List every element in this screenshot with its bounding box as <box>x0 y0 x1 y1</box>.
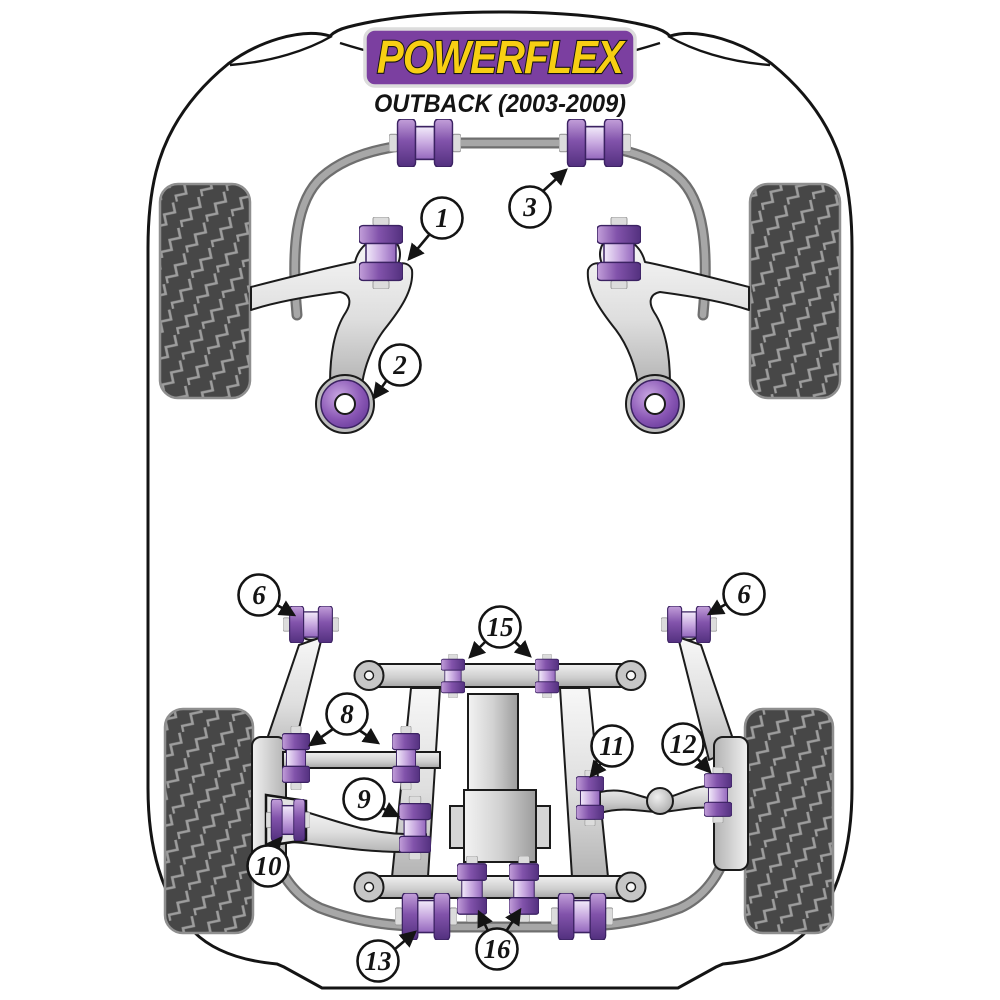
subframe-rear-crossmember <box>353 871 647 903</box>
callout-10-label: 10 <box>255 851 283 881</box>
tire-front-right <box>748 182 842 400</box>
lateral-arm-ball <box>646 787 674 815</box>
logo-wordmark: POWERFLEX <box>377 31 626 83</box>
tire-rear-right <box>743 707 835 935</box>
front-anti-roll-bar <box>289 137 711 321</box>
rear-upper-lateral-link <box>282 751 441 769</box>
callout-8-circle <box>325 692 369 736</box>
headlight-left-icon <box>229 34 333 67</box>
callout-9-circle <box>342 777 386 821</box>
lower-arm-outer-bushing <box>266 799 310 841</box>
callout-10: 10 <box>246 836 290 888</box>
callout-6-right-circle <box>722 572 766 616</box>
callout-8: 8 <box>307 692 381 747</box>
callout-15-label: 15 <box>487 612 514 642</box>
eye-hole <box>363 881 375 893</box>
lower-arm-inner-bushing <box>399 796 431 860</box>
callout-8-label: 8 <box>340 699 354 729</box>
callout-8-arrow-right <box>358 727 381 745</box>
callout-9-arrow <box>381 802 401 818</box>
diff-housing <box>463 789 537 863</box>
callout-10-circle <box>246 844 290 888</box>
callout-6-right-arrow <box>706 599 727 616</box>
upper-link-bushing-outer <box>282 726 310 790</box>
front-arb-bushing-right <box>559 119 631 167</box>
callout-12: 12 <box>661 722 712 774</box>
rear-arb-bushing-left <box>395 893 457 940</box>
callout-11: 11 <box>589 724 634 778</box>
trailing-arm-bushing-left <box>283 606 339 643</box>
callout-6-left-label: 6 <box>252 580 266 610</box>
subframe-front-crossmember <box>368 663 632 688</box>
logo-background <box>363 27 637 88</box>
callout-15: 15 <box>468 605 532 659</box>
callout-8-arrow-left <box>307 727 334 747</box>
callout-16-arrow-left <box>477 909 493 932</box>
powerflex-logo: POWERFLEX <box>363 27 637 88</box>
lateral-arm-outer-bushing <box>704 767 732 823</box>
callout-9-label: 9 <box>357 784 371 814</box>
callout-9: 9 <box>342 777 401 821</box>
callout-6-right-label: 6 <box>737 579 751 609</box>
callout-2-label: 2 <box>392 350 407 380</box>
callout-1: 1 <box>407 196 464 261</box>
front-arm-rear-bushing-left <box>315 374 375 434</box>
callout-16: 16 <box>475 907 522 971</box>
callout-15-circle <box>478 605 522 649</box>
callout-6-left: 6 <box>237 573 297 617</box>
front-arb-bushing-left <box>389 119 461 167</box>
callout-3-circle <box>508 185 552 229</box>
callout-13-arrow <box>394 930 417 950</box>
callout-13: 13 <box>356 930 417 983</box>
callout-11-circle <box>590 724 634 768</box>
callout-2: 2 <box>372 343 422 401</box>
eye-hole <box>625 670 637 681</box>
front-arm-front-bushing-right <box>597 217 641 289</box>
callout-11-label: 11 <box>599 731 625 761</box>
subframe-front-bushing-left <box>441 654 465 698</box>
driveshaft-cylinder <box>467 693 519 797</box>
callout-1-arrow <box>407 234 430 261</box>
callout-3: 3 <box>508 168 568 229</box>
headlight-right-icon <box>667 34 771 67</box>
upper-link-bar <box>282 751 441 769</box>
callout-3-arrow <box>541 168 568 193</box>
callout-12-label: 12 <box>670 729 697 759</box>
subframe-rear-bushing-left <box>457 856 487 922</box>
rear-arb-bushing-right <box>551 893 613 940</box>
callout-6-right: 6 <box>706 572 766 616</box>
model-label: OUTBACK (2003-2009) <box>374 90 626 118</box>
callout-15-arrow-left <box>468 640 487 659</box>
callout-3-label: 3 <box>522 192 537 222</box>
callout-16-circle <box>475 927 519 971</box>
trailing-arm-bushing-right <box>661 606 717 643</box>
differential <box>449 693 551 863</box>
front-arm-rear-bushing-right <box>625 374 685 434</box>
front-arm-front-bushing-left <box>359 217 403 289</box>
callout-16-label: 16 <box>484 934 512 964</box>
callout-16-arrow-right <box>505 907 522 931</box>
callout-2-circle <box>378 343 422 387</box>
subframe-rear-bushing-right <box>509 856 539 922</box>
callout-13-label: 13 <box>365 946 392 976</box>
callout-1-circle <box>420 196 464 240</box>
callout-15-arrow-right <box>513 640 532 658</box>
callout-12-arrow <box>694 755 712 774</box>
callout-1-label: 1 <box>435 203 449 233</box>
upper-link-bushing-inner <box>392 726 420 790</box>
tire-rear-left <box>163 707 255 935</box>
callout-6-left-circle <box>237 573 281 617</box>
lateral-arm-inner-bushing <box>576 770 604 826</box>
callout-6-left-arrow <box>276 600 297 617</box>
tire-front-left <box>158 182 252 400</box>
callout-2-arrow <box>372 379 390 401</box>
eye-hole <box>625 881 637 893</box>
callout-13-circle <box>356 939 400 983</box>
callout-12-circle <box>661 722 705 766</box>
eye-hole <box>363 670 375 681</box>
rear-anti-roll-bar <box>256 782 744 933</box>
subframe-front-bushing-right <box>535 654 559 698</box>
